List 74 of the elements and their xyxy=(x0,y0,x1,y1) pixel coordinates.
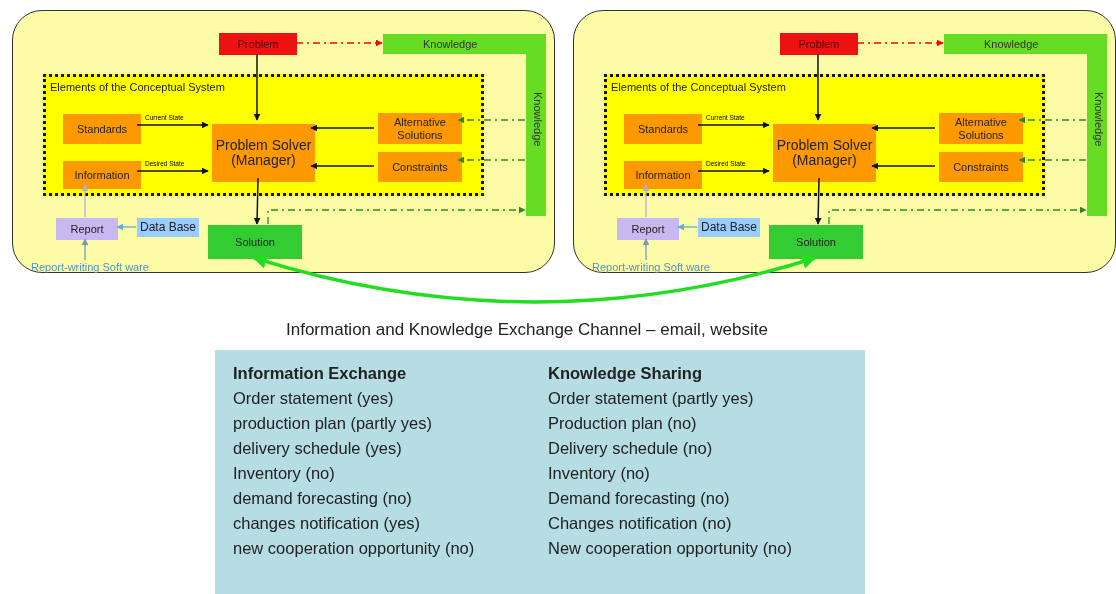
arrow xyxy=(310,124,375,132)
arrow xyxy=(697,121,770,129)
arrow xyxy=(1018,116,1087,124)
bar-label: Knowledge xyxy=(423,38,478,51)
arrow xyxy=(253,53,261,121)
problem-box: Problem xyxy=(780,33,858,55)
table-text: Delivery schedule (no) xyxy=(548,439,713,458)
process-box: Information xyxy=(624,161,702,189)
process-box: Problem Solver (Manager) xyxy=(773,124,876,182)
edge-label: Information and Knowledge Exchange Channel – email, website xyxy=(286,320,768,340)
arrow xyxy=(814,177,822,225)
arrow xyxy=(1018,156,1087,164)
arrow xyxy=(871,124,936,132)
arrow xyxy=(136,167,209,175)
table-text: Inventory (no) xyxy=(233,464,335,483)
table-text: new cooperation opportunity (no) xyxy=(233,539,475,558)
table-text: demand forecasting (no) xyxy=(233,489,412,508)
arrow xyxy=(252,254,817,304)
arrow xyxy=(457,156,526,164)
text-label: Report-writing Soft ware xyxy=(31,261,181,274)
panel-background xyxy=(573,10,1116,273)
arrow xyxy=(642,184,650,218)
column-heading: Knowledge Sharing xyxy=(548,364,702,383)
arrow xyxy=(642,238,650,261)
arrow xyxy=(116,223,137,231)
area-heading: Elements of the Conceptual System xyxy=(50,81,225,94)
arrow xyxy=(295,39,383,47)
solution-box: Solution xyxy=(769,225,863,259)
text-label: Report-writing Soft ware xyxy=(592,261,742,274)
arrow xyxy=(310,162,375,170)
arrow xyxy=(871,162,936,170)
area-heading: Elements of the Conceptual System xyxy=(611,81,786,94)
database-box: Data Base xyxy=(137,218,199,237)
dotted-area xyxy=(604,74,1045,196)
arrow xyxy=(697,167,770,175)
arrow xyxy=(253,177,261,225)
arrow xyxy=(81,184,89,218)
panel-background xyxy=(12,10,555,273)
arrow xyxy=(856,39,944,47)
arrow xyxy=(457,116,526,124)
table-text: Changes notification (no) xyxy=(548,514,732,533)
table-text: New cooperation opportunity (no) xyxy=(548,539,792,558)
table-text: changes notification (yes) xyxy=(233,514,421,533)
arrow xyxy=(267,206,526,225)
process-box: Information xyxy=(63,161,141,189)
table-text: delivery schedule (yes) xyxy=(233,439,402,458)
arrow xyxy=(81,238,89,261)
column-heading: Information Exchange xyxy=(233,364,407,383)
report-box: Report xyxy=(617,218,679,240)
table-text: Order statement (yes) xyxy=(233,389,394,408)
solution-box: Solution xyxy=(208,225,302,259)
arrow xyxy=(828,206,1087,225)
arrow xyxy=(677,223,698,231)
bar-label: Knowledge xyxy=(984,38,1039,51)
table-text: Production plan (no) xyxy=(548,414,697,433)
bar-label: Knowledge xyxy=(531,92,544,147)
bar-label: Knowledge xyxy=(1092,92,1105,147)
dotted-area xyxy=(43,74,484,196)
process-box: Constraints xyxy=(939,152,1023,182)
problem-box: Problem xyxy=(219,33,297,55)
database-box: Data Base xyxy=(698,218,760,237)
table-text: Order statement (partly yes) xyxy=(548,389,754,408)
process-box: Alternative Solutions xyxy=(378,113,462,144)
process-box: Alternative Solutions xyxy=(939,113,1023,144)
process-box: Problem Solver (Manager) xyxy=(212,124,315,182)
process-box: Standards xyxy=(63,114,141,144)
report-box: Report xyxy=(56,218,118,240)
table-text: production plan (partly yes) xyxy=(233,414,432,433)
process-box: Constraints xyxy=(378,152,462,182)
arrow xyxy=(136,121,209,129)
table-text: Inventory (no) xyxy=(548,464,650,483)
process-box: Standards xyxy=(624,114,702,144)
arrow xyxy=(814,53,822,121)
table-text: Demand forecasting (no) xyxy=(548,489,730,508)
